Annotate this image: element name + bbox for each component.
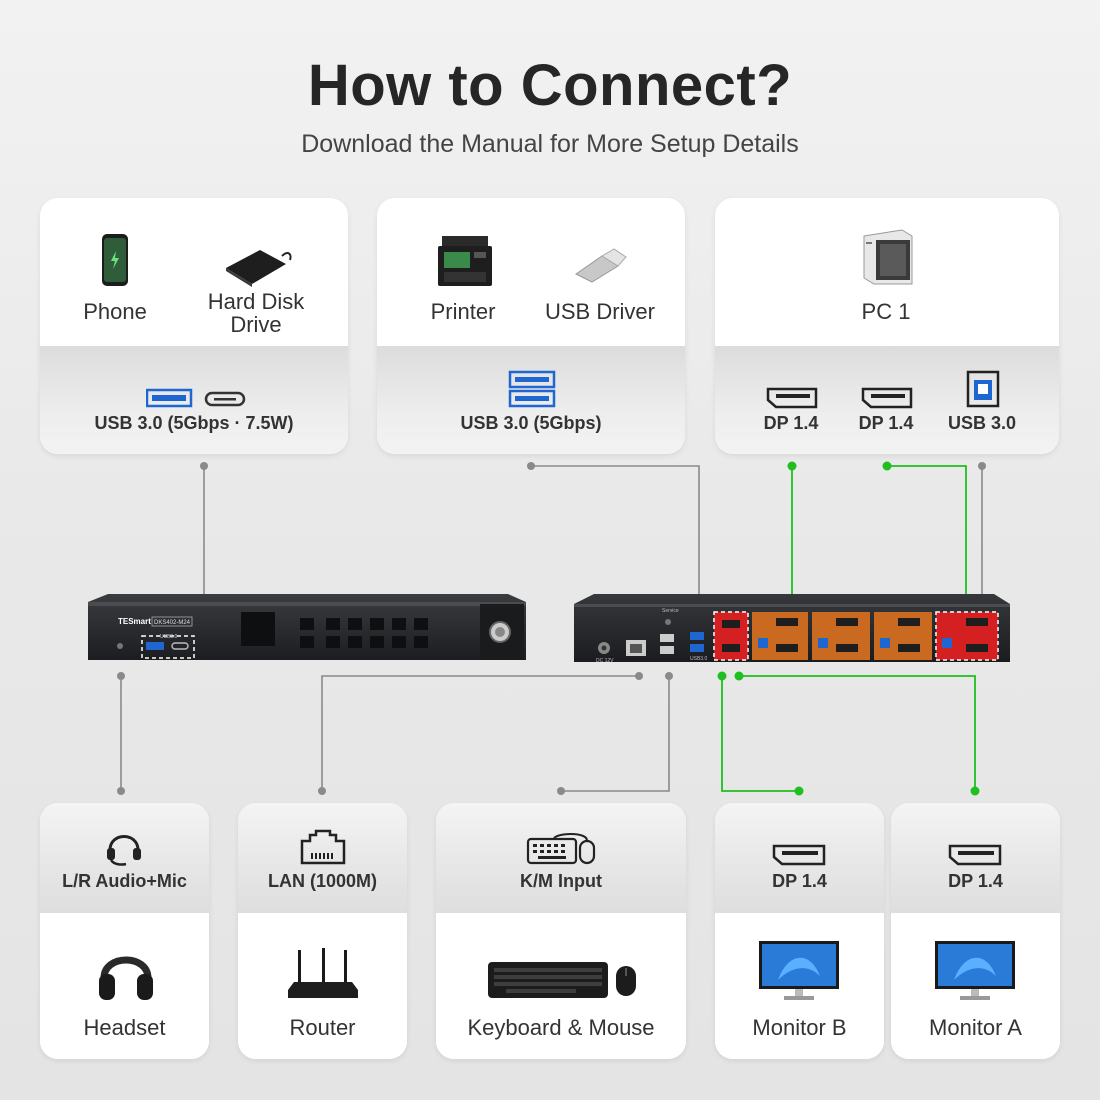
port-dp-monitor-b: DP 1.4 xyxy=(772,871,827,891)
keyboard-mouse-port-icon xyxy=(526,833,596,865)
usb-b-icon xyxy=(966,370,1000,408)
keyboard-icon xyxy=(488,962,636,998)
monitor-icon xyxy=(759,941,839,1000)
port-dp-monitor-a: DP 1.4 xyxy=(948,871,1003,891)
kvm-model-text: DKS402-M24 xyxy=(154,620,191,626)
pc-tower-icon xyxy=(863,229,913,285)
port-usb-front: USB 3.0 (5Gbps · 7.5W) xyxy=(94,413,294,433)
line-usb-rear xyxy=(531,465,700,622)
lan-port-icon xyxy=(300,829,346,865)
port-lan: LAN (1000M) xyxy=(267,871,378,891)
kvm-usb-text: USB3.0 xyxy=(160,634,177,640)
port-dp-1: DP 1.4 xyxy=(763,413,819,433)
kvm-front-panel: TESmart DKS402-M24 USB3.0 xyxy=(88,594,526,660)
displayport-icon xyxy=(948,844,1002,866)
device-keyboard-mouse: Keyboard & Mouse xyxy=(467,1015,655,1040)
line-dp2 xyxy=(887,465,967,600)
kvm-service-text: Service xyxy=(662,608,679,614)
device-router: Router xyxy=(289,1015,356,1040)
kvm-rear-panel: Service DC 12V USB3.0 xyxy=(574,594,1010,664)
page-title: How to Connect? xyxy=(307,53,793,118)
usb-drive-icon xyxy=(575,248,627,283)
kvm-dc-text: DC 12V xyxy=(596,658,614,664)
line-lan xyxy=(321,675,639,791)
usb-double-port-icon xyxy=(508,370,556,408)
port-audio: L/R Audio+Mic xyxy=(62,871,187,891)
line-dp1 xyxy=(791,466,950,603)
usb-ports-icon xyxy=(146,388,246,408)
port-km: K/M Input xyxy=(520,871,602,891)
device-monitor-b: Monitor B xyxy=(752,1015,847,1040)
card-headset xyxy=(40,803,209,1059)
port-usb-rear: USB 3.0 (5Gbps) xyxy=(460,413,602,433)
headset-mic-icon xyxy=(107,835,141,866)
kvm-usb3-text: USB3.0 xyxy=(690,656,707,662)
card-rear-usb xyxy=(377,198,685,454)
device-monitor-a: Monitor A xyxy=(929,1015,1022,1040)
line-monitor-a xyxy=(739,675,976,791)
line-km xyxy=(561,676,670,792)
device-hard-disk: Hard Disk Drive xyxy=(207,289,305,337)
device-phone: Phone xyxy=(83,299,147,324)
kvm-brand-text: TESmart xyxy=(118,617,151,626)
router-icon xyxy=(288,948,358,998)
line-monitor-b xyxy=(721,676,799,792)
monitor-icon xyxy=(935,941,1015,1000)
device-headset: Headset xyxy=(83,1015,166,1040)
port-usb3: USB 3.0 xyxy=(947,413,1017,433)
card-pc xyxy=(715,198,1059,454)
device-printer: Printer xyxy=(430,299,496,324)
headset-icon xyxy=(99,956,153,1000)
hard-disk-icon xyxy=(226,250,292,287)
displayport-icon xyxy=(766,387,818,409)
phone-icon xyxy=(102,234,128,286)
displayport-icon xyxy=(861,387,913,409)
page-subtitle: Download the Manual for More Setup Detai… xyxy=(301,130,799,158)
port-dp-2: DP 1.4 xyxy=(858,413,914,433)
card-front-usb xyxy=(40,198,348,454)
device-usb-driver: USB Driver xyxy=(544,299,655,324)
printer-icon xyxy=(438,236,492,286)
device-pc1: PC 1 xyxy=(861,299,911,324)
displayport-icon xyxy=(772,844,826,866)
